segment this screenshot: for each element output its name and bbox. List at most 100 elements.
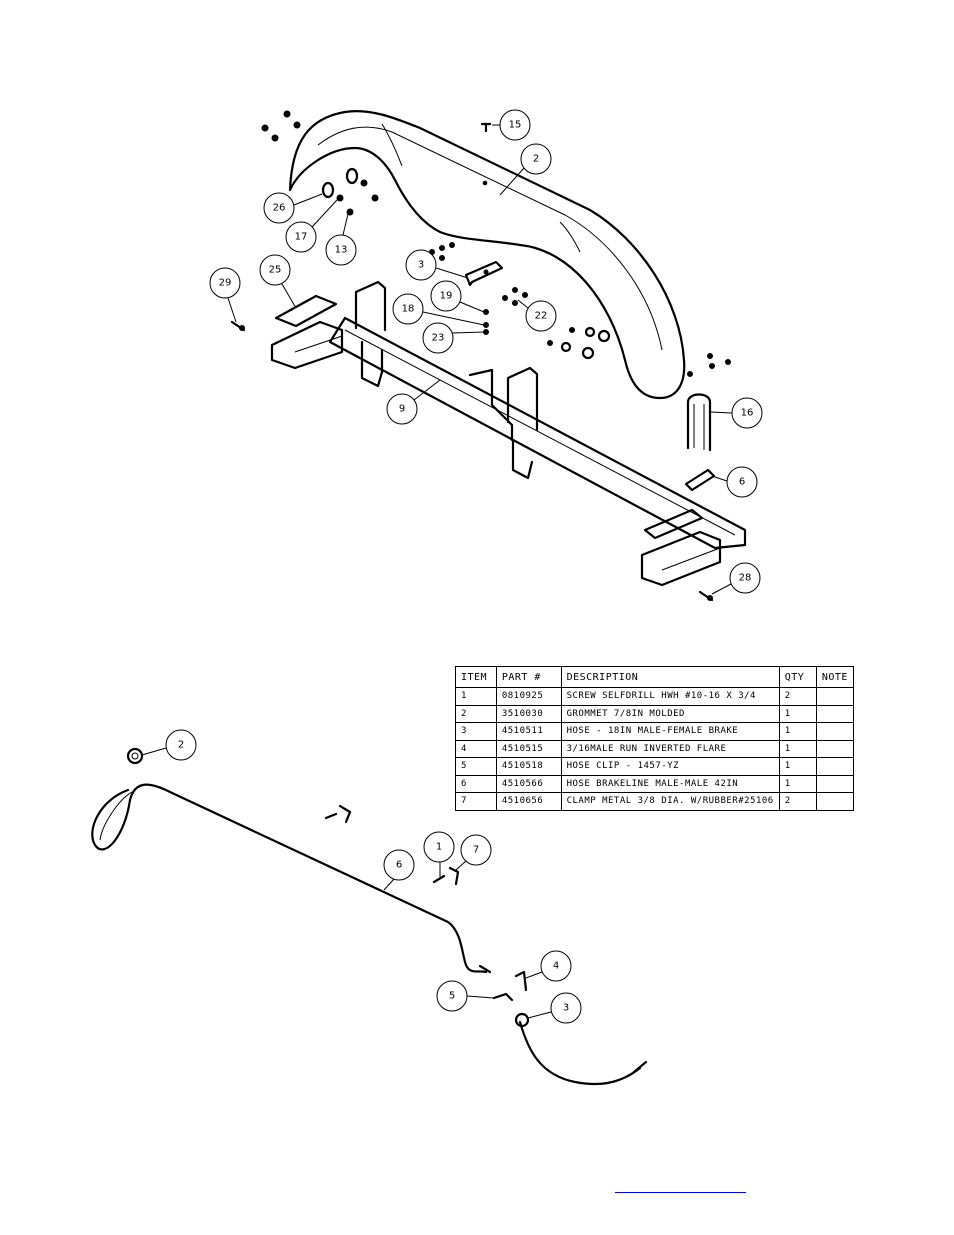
cell-description: SCREW SELFDRILL HWH #10-16 X 3/4 [560,687,780,706]
cell-item: 6 [455,774,497,793]
cell-note [815,704,855,723]
top-callouts: 15 2 26 17 13 3 19 22 18 23 29 25 9 16 6… [209,109,763,595]
bottom-callouts: 2 6 1 7 4 5 3 [141,729,582,1024]
callout-top-28: 28 [729,562,761,594]
cell-part: 4510518 [495,757,562,776]
table-row: 1 0810925 SCREW SELFDRILL HWH #10-16 X 3… [455,687,855,706]
callout-top-15: 15 [499,109,531,141]
callout-bottom-5: 5 [436,980,468,1012]
header-note: NOTE [815,666,855,688]
cell-note [815,774,855,793]
cell-note [815,739,855,758]
callout-bottom-2: 2 [165,729,197,761]
cell-qty: 2 [778,792,817,811]
header-description: DESCRIPTION [560,666,780,688]
cell-part: 4510515 [495,739,562,758]
svg-text:28: 28 [739,573,752,584]
callout-bottom-4: 4 [540,950,572,982]
frame-part [270,280,747,587]
callout-top-3: 3 [405,249,437,281]
bill-of-materials-table: ITEM PART # DESCRIPTION QTY NOTE 1 08109… [455,666,855,811]
table-header-row: ITEM PART # DESCRIPTION QTY NOTE [455,666,855,688]
hardware-set [230,110,731,602]
callout-top-13: 13 [325,234,357,266]
callout-top-9: 9 [386,393,418,425]
header-item: ITEM [455,666,497,688]
callout-top-29: 29 [209,267,241,299]
svg-text:2: 2 [178,740,184,751]
svg-text:15: 15 [509,120,522,131]
cell-description: HOSE CLIP - 1457-YZ [560,757,780,776]
cell-part: 4510656 [495,792,562,811]
cell-item: 4 [455,739,497,758]
cell-part: 4510566 [495,774,562,793]
svg-text:13: 13 [335,245,348,256]
cell-item: 1 [455,687,497,706]
svg-text:6: 6 [396,860,402,871]
svg-text:6: 6 [739,477,745,488]
table-row: 2 3510030 GROMMET 7/8IN MOLDED 1 [455,704,855,723]
svg-text:26: 26 [273,203,286,214]
table-row: 7 4510656 CLAMP METAL 3/8 DIA. W/RUBBER#… [455,792,855,811]
svg-text:2: 2 [533,154,539,165]
spacer-part [684,468,716,492]
callout-bottom-3: 3 [550,992,582,1024]
callout-bottom-7: 7 [460,834,492,866]
header-qty: QTY [778,666,817,688]
table-row: 5 4510518 HOSE CLIP - 1457-YZ 1 [455,757,855,776]
header-part: PART # [495,666,562,688]
callout-top-22: 22 [525,300,557,332]
svg-text:23: 23 [432,333,445,344]
svg-text:9: 9 [399,404,405,415]
cell-part: 0810925 [495,687,562,706]
callout-top-26: 26 [263,192,295,224]
svg-text:5: 5 [449,991,455,1002]
cell-note [815,687,855,706]
cell-description: GROMMET 7/8IN MOLDED [560,704,780,723]
svg-text:17: 17 [295,232,308,243]
callout-top-19: 19 [430,280,462,312]
svg-text:25: 25 [269,265,282,276]
cell-item: 3 [455,722,497,741]
cell-item: 7 [455,792,497,811]
svg-text:29: 29 [219,278,232,289]
table-row: 6 4510566 HOSE BRAKELINE MALE-MALE 42IN … [455,774,855,793]
cell-description: HOSE BRAKELINE MALE-MALE 42IN [560,774,780,793]
cell-qty: 2 [778,687,817,706]
callout-top-25: 25 [259,254,291,286]
callout-top-23: 23 [422,322,454,354]
callout-bottom-6: 6 [383,849,415,881]
svg-text:4: 4 [553,961,559,972]
cell-item: 5 [455,757,497,776]
cell-qty: 1 [778,722,817,741]
cell-qty: 1 [778,774,817,793]
cell-note [815,722,855,741]
hyperlink-underline[interactable] [615,1192,746,1193]
cell-qty: 1 [778,757,817,776]
svg-text:22: 22 [535,311,548,322]
svg-text:16: 16 [741,408,754,419]
bottom-hardware [126,747,528,1002]
cell-description: HOSE - 18IN MALE-FEMALE BRAKE [560,722,780,741]
callout-bottom-1: 1 [423,831,455,863]
svg-text:3: 3 [563,1003,569,1014]
svg-text:3: 3 [418,260,424,271]
svg-text:18: 18 [402,304,415,315]
table-row: 3 4510511 HOSE - 18IN MALE-FEMALE BRAKE … [455,722,855,741]
cell-part: 3510030 [495,704,562,723]
callout-top-16: 16 [731,397,763,429]
cell-qty: 1 [778,704,817,723]
svg-text:19: 19 [440,291,453,302]
cell-note [815,757,855,776]
svg-text:1: 1 [436,842,442,853]
bracket-part [464,260,504,287]
cell-description: 3/16MALE RUN INVERTED FLARE [560,739,780,758]
brake-line-part [91,783,492,974]
fender-part [288,110,686,400]
cell-note [815,792,855,811]
cell-part: 4510511 [495,722,562,741]
callout-top-17: 17 [285,221,317,253]
cell-item: 2 [455,704,497,723]
callout-top-2: 2 [520,143,552,175]
